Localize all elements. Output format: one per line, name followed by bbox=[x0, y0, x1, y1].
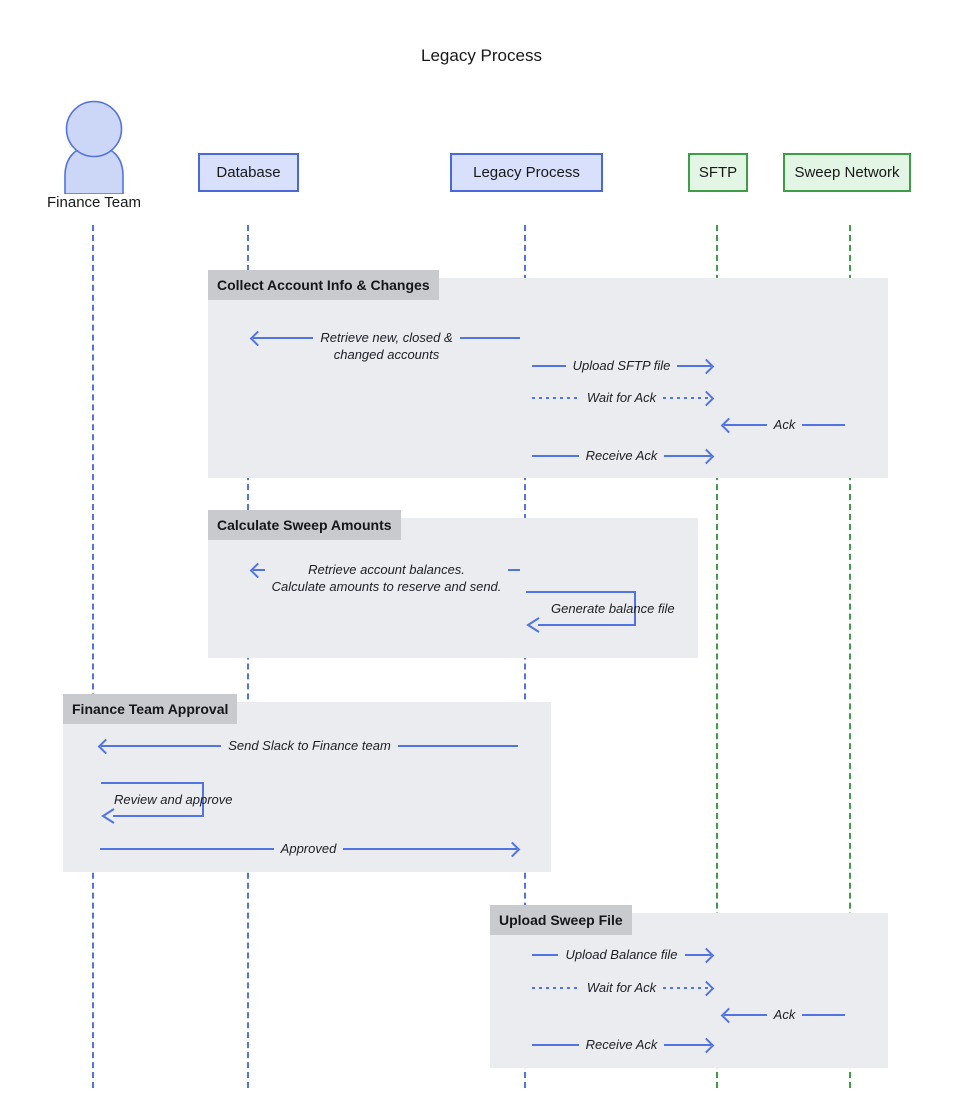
arrow-line bbox=[253, 569, 265, 571]
message-receive-ack-1: Receive Ack bbox=[532, 447, 715, 465]
self-message-review-and-approve: Review and approve bbox=[100, 781, 233, 825]
arrowhead-right-icon bbox=[698, 980, 715, 997]
arrow-line bbox=[724, 1014, 767, 1016]
message-text: Ack bbox=[773, 1007, 796, 1022]
message-send-slack: Send Slack to Finance team bbox=[97, 737, 518, 755]
actor-legacy-process: Legacy Process bbox=[450, 153, 603, 192]
arrow-line bbox=[532, 365, 566, 367]
section-upload-sweep-file bbox=[490, 913, 888, 1068]
arrowhead-left-icon bbox=[249, 562, 266, 579]
arrowhead-left-icon bbox=[97, 738, 114, 755]
message-text: Wait for Ack bbox=[586, 980, 657, 995]
section-label-calculate-sweep-amounts: Calculate Sweep Amounts bbox=[208, 510, 401, 540]
message-text: Retrieve new, closed & changed accounts bbox=[320, 330, 453, 362]
message-text: Ack bbox=[773, 417, 796, 432]
message-text: Retrieve account balances. Calculate amo… bbox=[271, 562, 502, 594]
message-text: Upload SFTP file bbox=[572, 358, 671, 373]
arrow-line bbox=[664, 1044, 711, 1046]
actor-sweep-network: Sweep Network bbox=[783, 153, 911, 192]
arrowhead-right-icon bbox=[504, 841, 521, 858]
arrow-line bbox=[677, 365, 711, 367]
message-text: Approved bbox=[280, 841, 337, 856]
lifeline-sftp bbox=[716, 225, 718, 1088]
arrow-line bbox=[532, 1044, 579, 1046]
arrowhead-right-icon bbox=[698, 390, 715, 407]
message-wait-for-ack-1: Wait for Ack bbox=[532, 389, 715, 407]
message-receive-ack-2: Receive Ack bbox=[532, 1036, 715, 1054]
arrow-line-dotted bbox=[663, 397, 712, 399]
lifeline-sweep-network bbox=[849, 225, 851, 1088]
arrow-line bbox=[101, 745, 222, 747]
arrow-line bbox=[802, 424, 846, 426]
arrow-line bbox=[253, 337, 314, 339]
message-ack-2: Ack bbox=[720, 1006, 846, 1024]
actor-sftp: SFTP bbox=[688, 153, 748, 192]
message-upload-sftp-file: Upload SFTP file bbox=[532, 357, 715, 375]
person-icon bbox=[64, 100, 124, 195]
arrow-line bbox=[459, 337, 521, 339]
arrow-line bbox=[532, 954, 559, 956]
arrowhead-right-icon bbox=[698, 448, 715, 465]
message-retrieve-accounts: Retrieve new, closed & changed accounts bbox=[249, 329, 521, 363]
message-ack-1: Ack bbox=[720, 416, 846, 434]
arrow-line bbox=[802, 1014, 846, 1016]
message-wait-for-ack-2: Wait for Ack bbox=[532, 979, 715, 997]
section-label-collect-account-info: Collect Account Info & Changes bbox=[208, 270, 439, 300]
arrow-line bbox=[397, 745, 518, 747]
message-text: Receive Ack bbox=[585, 1037, 658, 1052]
arrow-line-dotted bbox=[532, 987, 580, 989]
arrowhead-right-icon bbox=[698, 1037, 715, 1054]
message-text: Review and approve bbox=[114, 792, 233, 807]
actor-database: Database bbox=[198, 153, 299, 192]
section-finance-team-approval bbox=[63, 702, 551, 872]
section-label-upload-sweep-file: Upload Sweep File bbox=[490, 905, 632, 935]
arrowhead-left-icon bbox=[249, 330, 266, 347]
lifeline-finance-team bbox=[92, 225, 94, 1088]
arrowhead-right-icon bbox=[698, 947, 715, 964]
self-message-generate-balance-file: Generate balance file bbox=[525, 590, 675, 634]
message-text: Receive Ack bbox=[585, 448, 658, 463]
section-label-finance-team-approval: Finance Team Approval bbox=[63, 694, 238, 724]
actor-finance-team bbox=[56, 100, 132, 195]
self-loop-icon bbox=[101, 782, 204, 824]
arrow-line-dotted bbox=[663, 987, 712, 989]
arrow-line bbox=[724, 424, 767, 426]
diagram-title: Legacy Process bbox=[421, 46, 542, 65]
arrowhead-left-icon bbox=[720, 417, 737, 434]
arrow-line bbox=[100, 848, 274, 850]
message-text: Generate balance file bbox=[551, 601, 675, 616]
section-collect-account-info bbox=[208, 278, 888, 478]
arrow-line bbox=[684, 954, 711, 956]
message-text: Send Slack to Finance team bbox=[228, 738, 391, 753]
message-text: Upload Balance file bbox=[565, 947, 678, 962]
arrowhead-left-icon bbox=[720, 1007, 737, 1024]
arrowhead-right-icon bbox=[698, 358, 715, 375]
message-upload-balance-file: Upload Balance file bbox=[532, 946, 715, 964]
arrow-line-dotted bbox=[532, 397, 580, 399]
message-text: Wait for Ack bbox=[586, 390, 657, 405]
actor-label-finance-team: Finance Team bbox=[47, 194, 141, 211]
message-approved: Approved bbox=[100, 840, 521, 858]
arrow-line bbox=[343, 848, 517, 850]
message-retrieve-balances: Retrieve account balances. Calculate amo… bbox=[249, 561, 520, 595]
arrow-line bbox=[532, 455, 579, 457]
arrow-line bbox=[664, 455, 711, 457]
section-calculate-sweep-amounts bbox=[208, 518, 698, 658]
self-loop-icon bbox=[526, 591, 636, 633]
arrow-line bbox=[508, 569, 520, 571]
